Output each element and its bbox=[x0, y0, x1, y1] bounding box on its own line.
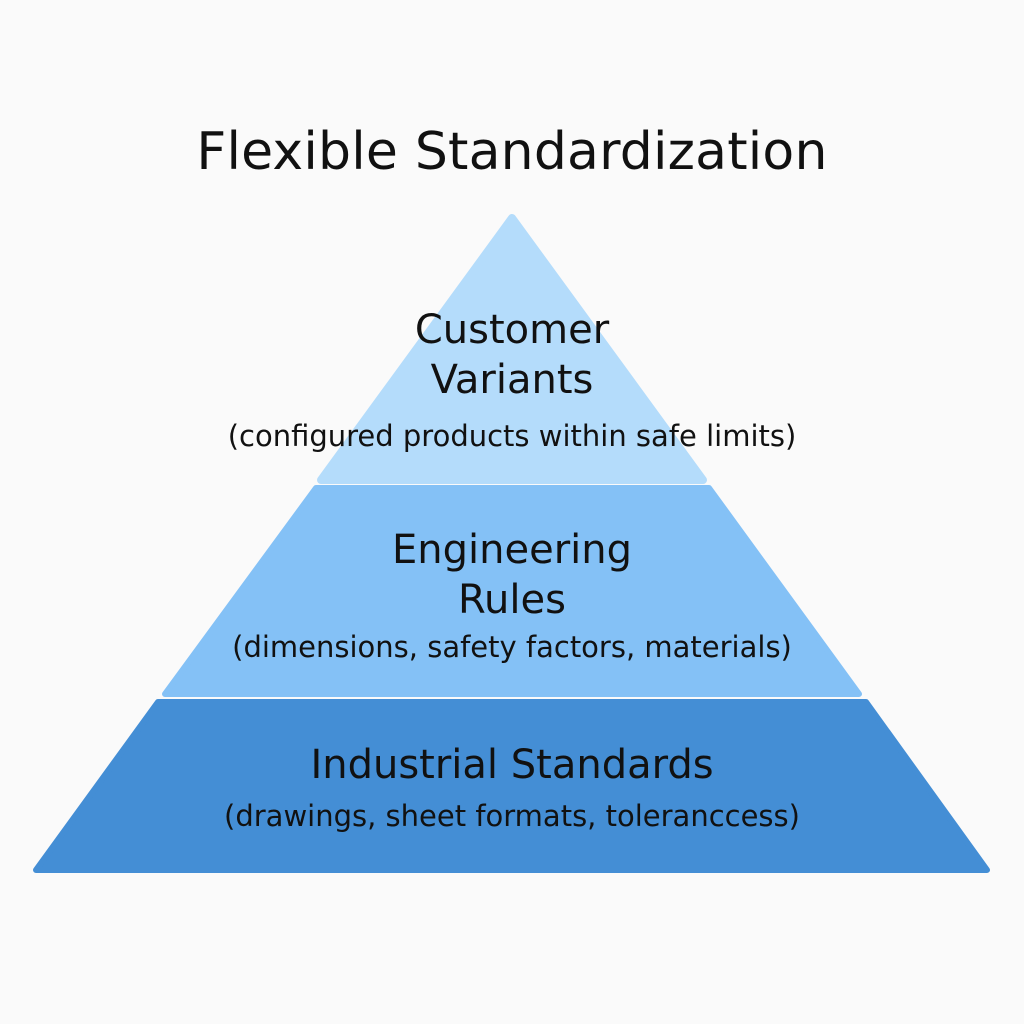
diagram-title: Flexible Standardization bbox=[196, 122, 828, 182]
tier-middle-heading-line2: Rules bbox=[458, 577, 566, 623]
tier-top-shape bbox=[317, 214, 707, 484]
tier-middle-detail: (dimensions, safety factors, materials) bbox=[232, 630, 792, 664]
tier-top-heading-line2: Variants bbox=[430, 357, 594, 403]
tier-middle-heading-line1: Engineering bbox=[392, 527, 632, 573]
tier-middle-shape bbox=[162, 485, 862, 697]
tier-bottom-shape bbox=[33, 699, 990, 873]
tier-bottom-heading: Industrial Standards bbox=[310, 742, 714, 788]
tier-top-heading-line1: Customer bbox=[414, 307, 610, 353]
tier-top-detail: (configured products within safe limits) bbox=[227, 419, 797, 453]
tier-bottom-detail: (drawings, sheet formats, toleranccess) bbox=[224, 799, 800, 833]
